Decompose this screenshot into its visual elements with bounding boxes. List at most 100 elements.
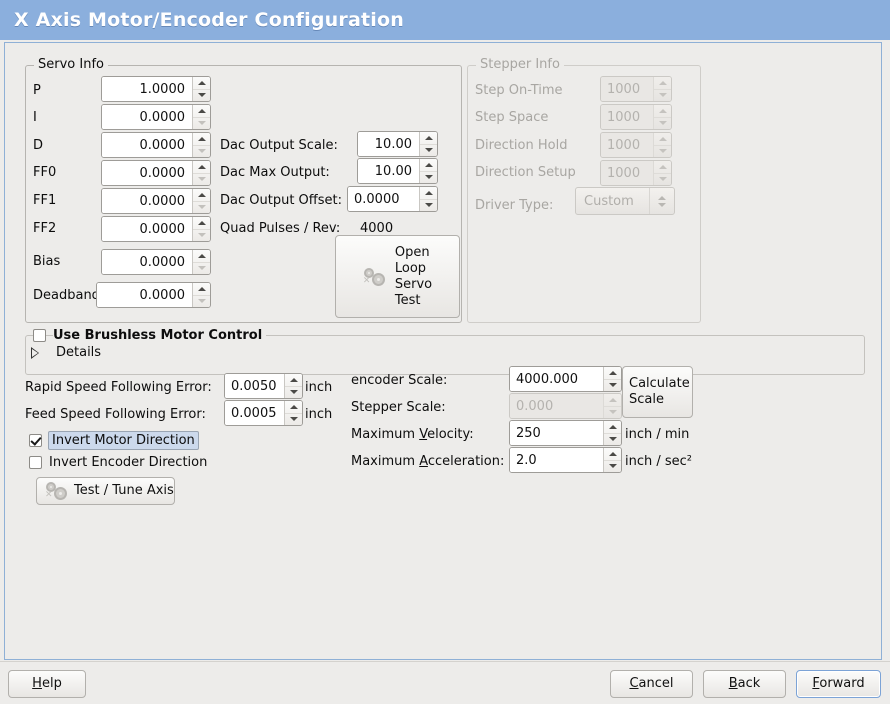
servo-p-increment[interactable] [193, 77, 210, 89]
dac-output-offset-decrement[interactable] [420, 198, 437, 212]
feed-following-error-increment[interactable] [285, 401, 302, 413]
servo-ff0-stepper[interactable] [192, 161, 210, 185]
dac-max-output-increment[interactable] [420, 159, 437, 171]
servo-ff0-decrement[interactable] [193, 172, 210, 186]
maximum-velocity-spinbox[interactable]: 250 [509, 420, 622, 446]
dac-output-scale-decrement[interactable] [420, 143, 437, 157]
rapid-following-error-stepper[interactable] [284, 374, 302, 398]
servo-d-decrement[interactable] [193, 144, 210, 158]
servo-bias-spinbox[interactable]: 0.0000 [101, 249, 211, 275]
servo-deadband-stepper[interactable] [192, 283, 210, 307]
servo-deadband-increment[interactable] [193, 283, 210, 295]
servo-ff1-value[interactable]: 0.0000 [102, 189, 192, 213]
servo-ff0-increment[interactable] [193, 161, 210, 173]
servo-d-value[interactable]: 0.0000 [102, 133, 192, 157]
details-expander[interactable]: Details [31, 345, 101, 361]
encoder-scale-spinbox[interactable]: 4000.000 [509, 366, 622, 392]
maximum-velocity-decrement[interactable] [604, 432, 621, 446]
maximum-velocity-value[interactable]: 250 [510, 421, 603, 445]
servo-ff1-spinbox[interactable]: 0.0000 [101, 188, 211, 214]
maximum-acceleration-spinbox[interactable]: 2.0 [509, 447, 622, 473]
servo-i-increment[interactable] [193, 105, 210, 117]
maximum-velocity-increment[interactable] [604, 421, 621, 433]
servo-ff1-increment[interactable] [193, 189, 210, 201]
help-button[interactable]: Help [8, 670, 86, 698]
feed-following-error-spinbox[interactable]: 0.0005 [224, 400, 303, 426]
dac-output-offset-value[interactable]: 0.0000 [348, 187, 419, 211]
servo-ff2-decrement[interactable] [193, 228, 210, 242]
servo-bias-stepper[interactable] [192, 250, 210, 274]
details-label: Details [56, 345, 102, 360]
dac-output-scale-value[interactable]: 10.00 [358, 132, 419, 156]
servo-ff2-value[interactable]: 0.0000 [102, 217, 192, 241]
dac-output-scale-spinbox[interactable]: 10.00 [357, 131, 438, 157]
rapid-following-error-decrement[interactable] [285, 385, 302, 399]
servo-i-spinbox[interactable]: 0.0000 [101, 104, 211, 130]
servo-p-value[interactable]: 1.0000 [102, 77, 192, 101]
encoder-scale-stepper[interactable] [603, 367, 621, 391]
cancel-button[interactable]: Cancel [610, 670, 693, 698]
servo-d-stepper[interactable] [192, 133, 210, 157]
servo-bias-decrement[interactable] [193, 261, 210, 275]
dac-output-scale-increment[interactable] [420, 132, 437, 144]
encoder-scale-value[interactable]: 4000.000 [510, 367, 603, 391]
servo-deadband-value[interactable]: 0.0000 [97, 283, 192, 307]
rapid-following-error-spinbox[interactable]: 0.0050 [224, 373, 303, 399]
dac-max-output-decrement[interactable] [420, 170, 437, 184]
calculate-scale-button[interactable]: Calculate Scale [622, 366, 693, 418]
use-brushless-motor-control-row[interactable]: Use Brushless Motor Control [33, 328, 267, 343]
servo-i-decrement[interactable] [193, 116, 210, 130]
dac-output-offset-spinbox[interactable]: 0.0000 [347, 186, 438, 212]
servo-ff0-spinbox[interactable]: 0.0000 [101, 160, 211, 186]
servo-deadband-spinbox[interactable]: 0.0000 [96, 282, 211, 308]
dac-max-output-stepper[interactable] [419, 159, 437, 183]
servo-ff2-stepper[interactable] [192, 217, 210, 241]
servo-p-stepper[interactable] [192, 77, 210, 101]
dac-max-output-spinbox[interactable]: 10.00 [357, 158, 438, 184]
chevron-up-icon [658, 108, 667, 113]
servo-ff1-decrement[interactable] [193, 200, 210, 214]
rapid-following-error-value[interactable]: 0.0050 [225, 374, 284, 398]
page-title: X Axis Motor/Encoder Configuration [14, 9, 404, 31]
maximum-acceleration-stepper[interactable] [603, 448, 621, 472]
back-button[interactable]: Back [703, 670, 786, 698]
encoder-scale-decrement[interactable] [604, 378, 621, 392]
forward-button[interactable]: Forward [796, 670, 881, 698]
servo-ff0-value[interactable]: 0.0000 [102, 161, 192, 185]
rapid-following-error-increment[interactable] [285, 374, 302, 386]
chevron-up-icon [197, 286, 206, 291]
maximum-acceleration-value[interactable]: 2.0 [510, 448, 603, 472]
feed-following-error-stepper[interactable] [284, 401, 302, 425]
maximum-acceleration-increment[interactable] [604, 448, 621, 460]
servo-d-increment[interactable] [193, 133, 210, 145]
expander-triangle-right-icon[interactable] [31, 347, 47, 359]
invert-encoder-direction-row[interactable]: Invert Encoder Direction [29, 455, 207, 470]
encoder-scale-increment[interactable] [604, 367, 621, 379]
servo-p-spinbox[interactable]: 1.0000 [101, 76, 211, 102]
servo-ff1-stepper[interactable] [192, 189, 210, 213]
invert-motor-direction-checkbox[interactable] [29, 434, 42, 447]
maximum-acceleration-decrement[interactable] [604, 459, 621, 473]
dac-output-offset-increment[interactable] [420, 187, 437, 199]
servo-p-decrement[interactable] [193, 88, 210, 102]
test-tune-axis-button[interactable]: ✕ Test / Tune Axis [36, 477, 175, 505]
dac-output-scale-stepper[interactable] [419, 132, 437, 156]
feed-following-error-value[interactable]: 0.0005 [225, 401, 284, 425]
dac-max-output-value[interactable]: 10.00 [358, 159, 419, 183]
servo-i-stepper[interactable] [192, 105, 210, 129]
invert-encoder-direction-checkbox[interactable] [29, 456, 42, 469]
servo-i-value[interactable]: 0.0000 [102, 105, 192, 129]
servo-d-spinbox[interactable]: 0.0000 [101, 132, 211, 158]
servo-ff2-spinbox[interactable]: 0.0000 [101, 216, 211, 242]
servo-bias-increment[interactable] [193, 250, 210, 262]
feed-following-error-decrement[interactable] [285, 412, 302, 426]
servo-bias-value[interactable]: 0.0000 [102, 250, 192, 274]
servo-label-ff0: FF0 [33, 165, 57, 180]
servo-ff2-increment[interactable] [193, 217, 210, 229]
invert-motor-direction-row[interactable]: Invert Motor Direction [29, 431, 199, 450]
dac-output-offset-stepper[interactable] [419, 187, 437, 211]
use-brushless-checkbox[interactable] [33, 329, 46, 342]
servo-deadband-decrement[interactable] [193, 294, 210, 308]
open-loop-servo-test-button[interactable]: ✕ Open Loop Servo Test [335, 235, 460, 318]
maximum-velocity-stepper[interactable] [603, 421, 621, 445]
